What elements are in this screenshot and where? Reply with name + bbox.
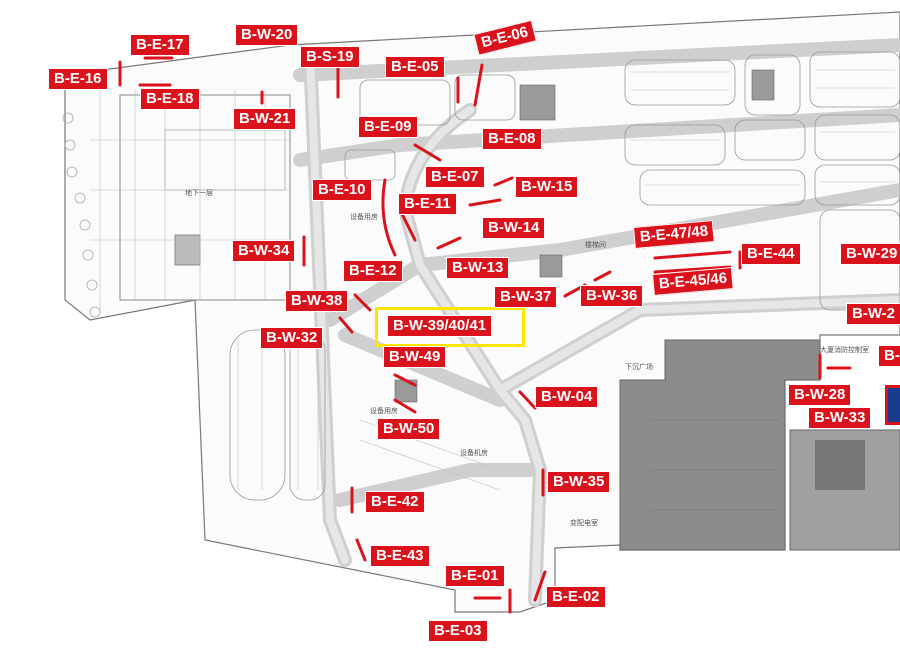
label-b-e-07[interactable]: B-E-07 <box>425 166 485 188</box>
label-b-w-2[interactable]: B-W-2 <box>846 303 900 325</box>
label-b-e-08[interactable]: B-E-08 <box>482 128 542 150</box>
label-b-e-09[interactable]: B-E-09 <box>358 116 418 138</box>
label-b-e-10[interactable]: B-E-10 <box>312 179 372 201</box>
label-b-w-49[interactable]: B-W-49 <box>383 346 447 368</box>
label-b-e-16[interactable]: B-E-16 <box>48 68 108 90</box>
label-b-w-04[interactable]: B-W-04 <box>535 386 599 408</box>
label-b-partial[interactable]: B- <box>878 345 900 367</box>
map-text-machine-room: 设备机房 <box>460 449 488 457</box>
map-text-equipment-2: 设备用房 <box>370 407 398 415</box>
label-b-e-01[interactable]: B-E-01 <box>445 565 505 587</box>
map-text-basement: 地下一层 <box>185 189 213 197</box>
label-b-e-17[interactable]: B-E-17 <box>130 34 190 56</box>
map-text-equipment: 设备用房 <box>350 213 378 221</box>
label-b-w-13[interactable]: B-W-13 <box>446 257 510 279</box>
label-b-e-18[interactable]: B-E-18 <box>140 88 200 110</box>
label-b-e-43[interactable]: B-E-43 <box>370 545 430 567</box>
map-text-sunken-plaza: 下沉广场 <box>625 363 653 371</box>
label-b-w-29[interactable]: B-W-29 <box>840 243 900 265</box>
label-b-w-35[interactable]: B-W-35 <box>547 471 611 493</box>
label-b-w-34[interactable]: B-W-34 <box>232 240 296 262</box>
label-b-e-12[interactable]: B-E-12 <box>343 260 403 282</box>
label-b-e-44[interactable]: B-E-44 <box>741 243 801 265</box>
label-b-w-32[interactable]: B-W-32 <box>260 327 324 349</box>
label-b-s-19[interactable]: B-S-19 <box>300 46 360 68</box>
label-b-w-50[interactable]: B-W-50 <box>377 418 441 440</box>
label-b-e-05[interactable]: B-E-05 <box>385 56 445 78</box>
label-b-e-42[interactable]: B-E-42 <box>365 491 425 513</box>
label-b-e-03[interactable]: B-E-03 <box>428 620 488 642</box>
label-b-w-20[interactable]: B-W-20 <box>235 24 299 46</box>
label-b-w-33[interactable]: B-W-33 <box>808 407 872 429</box>
highlight-box <box>375 307 525 347</box>
map-text-fire-control: 大厦消防控制室 <box>820 346 869 354</box>
label-b-w-15[interactable]: B-W-15 <box>515 176 579 198</box>
map-text-stair: 楼梯间 <box>585 241 606 249</box>
label-b-w-14[interactable]: B-W-14 <box>482 217 546 239</box>
label-b-w-21[interactable]: B-W-21 <box>233 108 297 130</box>
label-b-w-28[interactable]: B-W-28 <box>788 384 852 406</box>
label-b-w-37[interactable]: B-W-37 <box>494 286 558 308</box>
label-b-w-39-40-41[interactable]: B-W-39/40/41 <box>387 315 493 337</box>
map-text-substation: 变配电室 <box>570 519 598 527</box>
label-b-e-11[interactable]: B-E-11 <box>398 193 457 215</box>
label-b-e-02[interactable]: B-E-02 <box>546 586 606 608</box>
label-b-w-38[interactable]: B-W-38 <box>285 290 349 312</box>
label-b-w-36[interactable]: B-W-36 <box>580 285 644 307</box>
